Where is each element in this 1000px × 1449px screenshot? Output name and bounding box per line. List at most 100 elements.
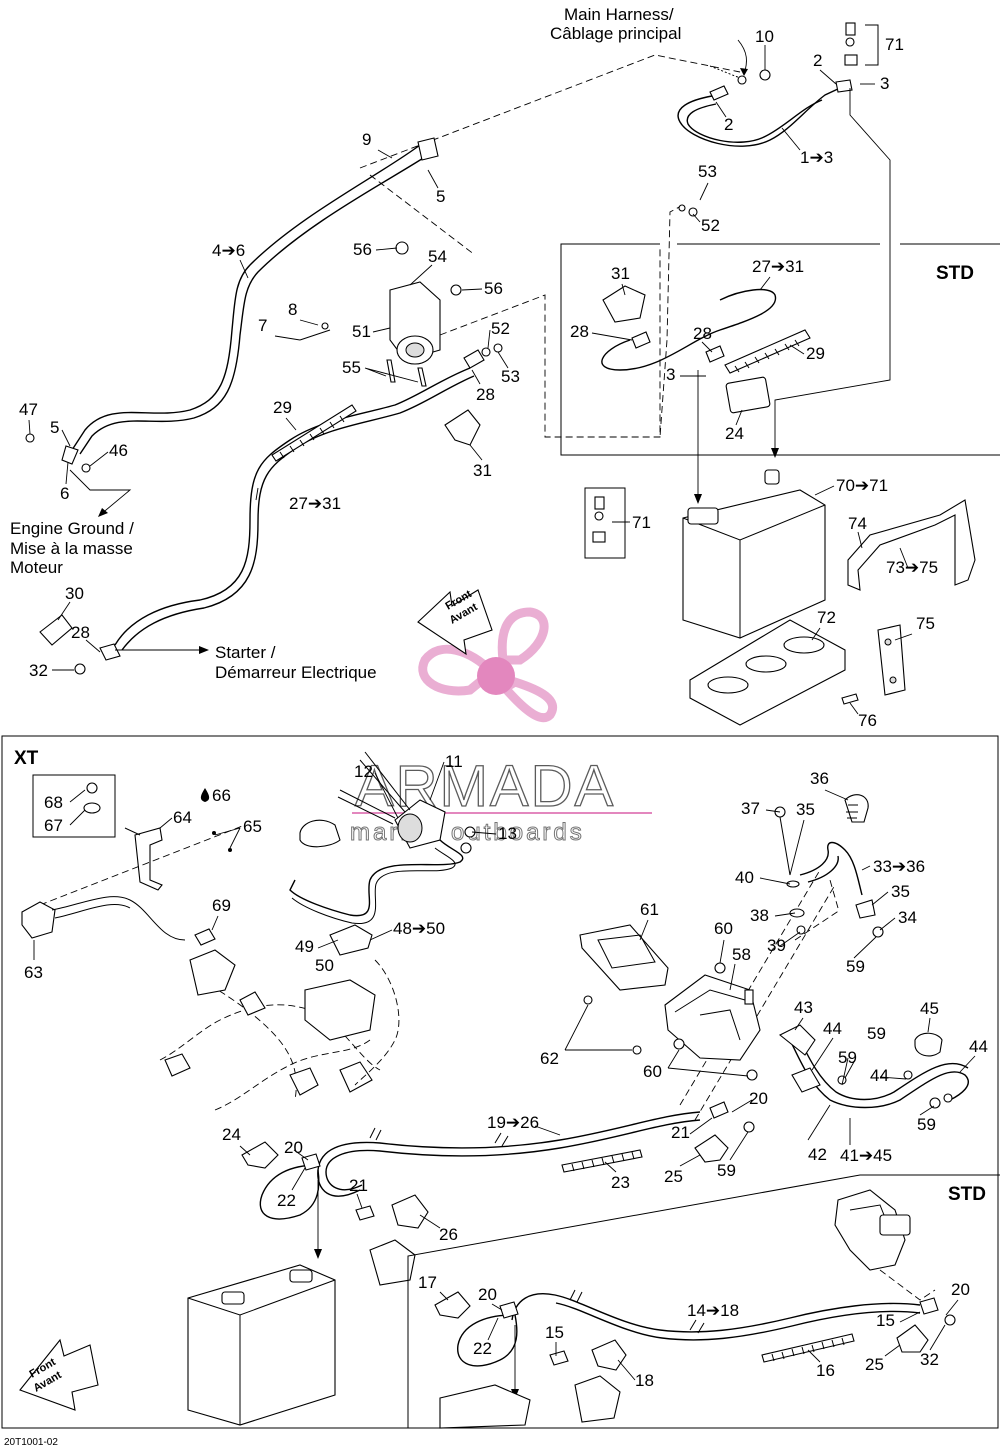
- callout: 1➔3: [800, 148, 833, 167]
- xt-section: XT: [1, 735, 1000, 1429]
- callout: 73➔75: [886, 558, 938, 577]
- callout: 36: [810, 769, 829, 788]
- callout: 56: [484, 279, 503, 298]
- callout: 48➔50: [393, 919, 445, 938]
- callout: 49: [295, 937, 314, 956]
- callout: 50: [315, 956, 334, 975]
- callout: 37: [741, 799, 760, 818]
- component-64: [32, 774, 246, 906]
- callout: 28: [693, 324, 712, 343]
- component-58: [664, 962, 761, 1081]
- battery-tray-72: [689, 619, 846, 726]
- callout: 53: [501, 367, 520, 386]
- callout: 76: [858, 711, 877, 730]
- bolt-71-stack: [844, 22, 879, 66]
- note-engine-ground-fr1: Mise à la masse: [10, 539, 133, 558]
- callout: 6: [60, 484, 69, 503]
- bolt-71-boxed: [584, 487, 628, 559]
- callout: 27➔31: [752, 257, 804, 276]
- callout: 31: [611, 264, 630, 283]
- note-main-harness-fr: Câblage principal: [550, 24, 681, 43]
- callout: 72: [817, 608, 836, 627]
- callout: 8: [288, 300, 297, 319]
- callout: 35: [891, 882, 910, 901]
- top-section: STD: [10, 5, 1000, 730]
- callout: 32: [29, 661, 48, 680]
- callout: 21: [349, 1176, 368, 1195]
- callout: 26: [439, 1225, 458, 1244]
- callout: 28: [71, 623, 90, 642]
- battery-70: [682, 469, 826, 639]
- callout: 52: [701, 216, 720, 235]
- callout: 2: [813, 51, 822, 70]
- callout: 28: [476, 385, 495, 404]
- callout: 24: [222, 1125, 241, 1144]
- std-box-bottom: STD: [407, 1174, 1000, 1429]
- callout: 20: [478, 1285, 497, 1304]
- armada-watermark: ARMADA marine outboards: [350, 607, 652, 847]
- propeller-logo-icon: [418, 607, 557, 723]
- callout: 44: [870, 1066, 889, 1085]
- callout: 59: [838, 1048, 857, 1067]
- callout: 71: [885, 35, 904, 54]
- callout: 5: [50, 418, 59, 437]
- callout: 23: [611, 1173, 630, 1192]
- callout: 25: [865, 1355, 884, 1374]
- callout: 74: [848, 514, 867, 533]
- callouts-top: 10 71 2 3 2 1➔3 9 5 53 52 4➔6 56 54 56 3…: [19, 27, 938, 730]
- callout: 47: [19, 400, 38, 419]
- callout: 46: [109, 441, 128, 460]
- callout: 11: [445, 752, 463, 771]
- callout: 39: [767, 936, 786, 955]
- callout: 60: [714, 919, 733, 938]
- component-11: [337, 751, 476, 854]
- callout: 33➔36: [873, 857, 925, 876]
- callout: 62: [540, 1049, 559, 1068]
- callout: 20: [284, 1138, 303, 1157]
- callout: 59: [867, 1024, 886, 1043]
- note-engine-ground: Engine Ground /: [10, 519, 134, 538]
- std-label-top: STD: [936, 263, 974, 284]
- callout: 30: [65, 584, 84, 603]
- callout: 3: [666, 365, 675, 384]
- callout: 13: [498, 824, 517, 843]
- callout: 41➔45: [840, 1146, 892, 1165]
- callout: 25: [664, 1167, 683, 1186]
- callout: 27➔31: [289, 494, 341, 513]
- callout: 61: [640, 900, 659, 919]
- callout: 14➔18: [687, 1301, 739, 1320]
- callout: 10: [755, 27, 774, 46]
- callout: 69: [212, 896, 231, 915]
- callout: 35: [796, 800, 815, 819]
- callout: 15: [545, 1323, 564, 1342]
- front-arrow-top-icon: Front Avant: [417, 588, 493, 656]
- callout: 32: [920, 1350, 939, 1369]
- callout: 34: [898, 908, 917, 927]
- std-label-bottom: STD: [948, 1184, 986, 1205]
- std-box-top: STD: [560, 243, 1000, 456]
- callout: 22: [473, 1339, 492, 1358]
- callout: 54: [428, 247, 447, 266]
- callout: 60: [643, 1062, 662, 1081]
- leader-lines-xt: [33, 761, 976, 1229]
- callout: 52: [491, 319, 510, 338]
- front-arrow-bottom-icon: Front Avant: [19, 1338, 99, 1411]
- callout: 21: [671, 1123, 690, 1142]
- callout: 9: [362, 130, 371, 149]
- callout: 18: [635, 1371, 654, 1390]
- callout: 66: [212, 786, 231, 805]
- callout: 7: [258, 316, 267, 335]
- callout: 29: [273, 398, 292, 417]
- callout: 12: [354, 762, 373, 781]
- battery-xt: [187, 1264, 336, 1426]
- callout: 44: [969, 1037, 988, 1056]
- relay-51: [299, 241, 462, 387]
- watermark-title: ARMADA: [355, 754, 615, 819]
- callout: 71: [632, 513, 651, 532]
- callout: 55: [342, 358, 361, 377]
- leader-lines-std-bottom: [439, 1291, 959, 1381]
- callouts-std-bottom: 17 20 14➔18 20 15 15 22 16 25 32 18: [418, 1273, 970, 1390]
- callout: 59: [917, 1115, 936, 1134]
- callout: 59: [846, 957, 865, 976]
- callout: 19➔26: [487, 1113, 539, 1132]
